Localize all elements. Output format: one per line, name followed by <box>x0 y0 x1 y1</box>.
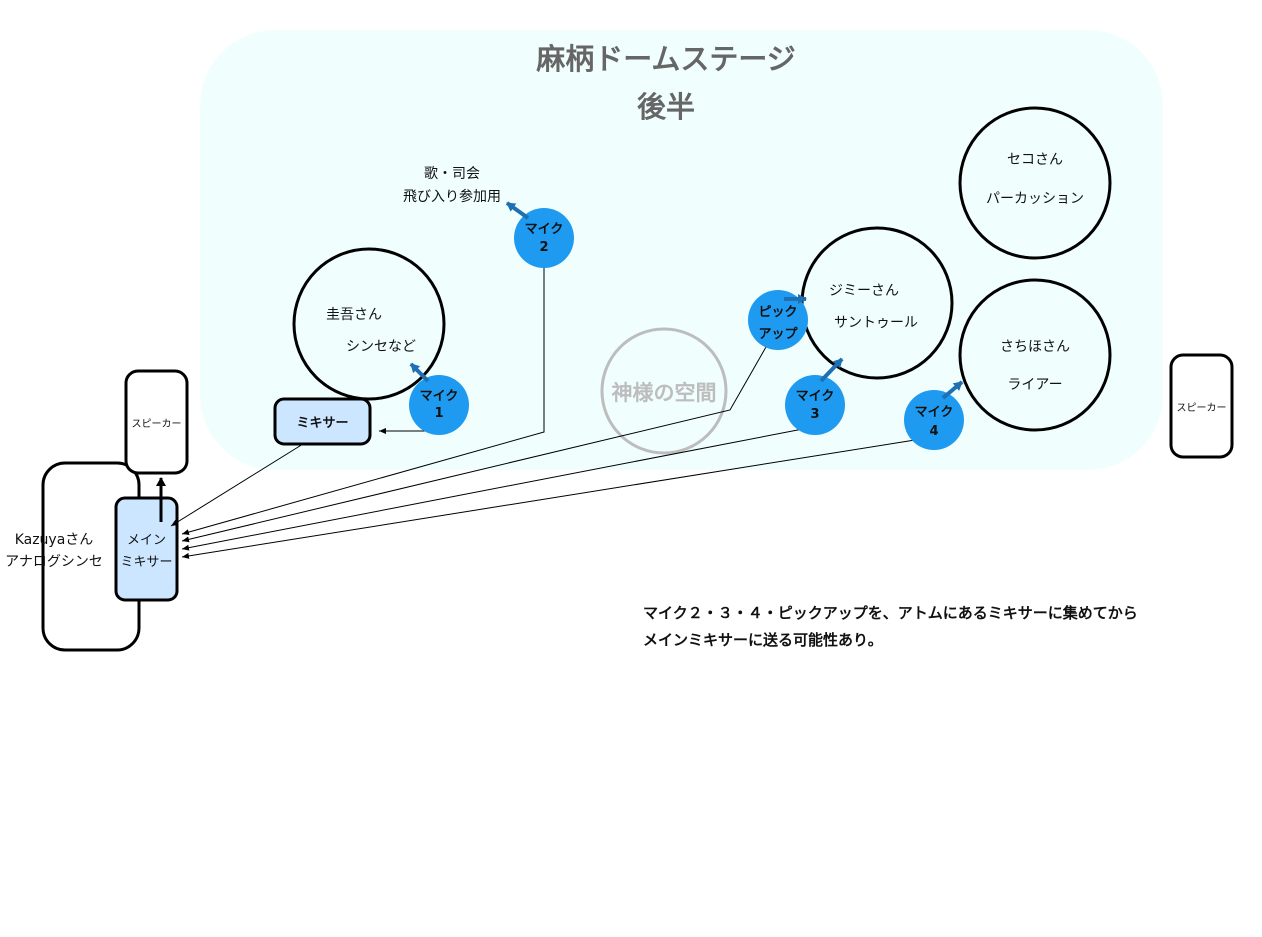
mic1-direction-arrow <box>409 362 430 383</box>
sacred-space-label: 神様の空間 <box>611 381 717 405</box>
sachiho-role: ライアー <box>1007 377 1063 393</box>
note-line1: マイク２・３・４・ピックアップを、アトムにあるミキサーに集めてから <box>643 604 1138 622</box>
speaker-left-label: スピーカー <box>131 419 182 430</box>
mic2-label: マイク <box>524 222 564 237</box>
mixer-box <box>273 397 372 446</box>
main-mixer-line2: ミキサー <box>120 555 173 570</box>
mixer-label: ミキサー <box>296 416 349 431</box>
seko-name: セコさん <box>1007 152 1063 168</box>
kazuya-role: アナログシンセ <box>5 554 103 570</box>
mic2-direction-arrow <box>505 201 530 220</box>
vocal-label-line2: 飛び入り参加用 <box>403 189 501 205</box>
keigo-name: 圭吾さん <box>326 307 382 323</box>
mic1-circle <box>409 375 469 435</box>
mic4-label: マイク <box>914 405 954 420</box>
pickup-circle <box>748 290 808 350</box>
speaker-left-box <box>124 369 189 475</box>
mic1-label: マイク <box>419 389 459 404</box>
stage-subtitle: 後半 <box>636 90 695 124</box>
keigo-circle <box>292 247 446 401</box>
line-mic3-to-main <box>181 427 809 551</box>
line-mixer-to-main <box>170 443 304 527</box>
mic4-number: 4 <box>929 424 939 439</box>
jimmy-name: ジミーさん <box>829 283 899 299</box>
main-mixer-box <box>114 496 179 602</box>
mic3-number: 3 <box>810 407 820 422</box>
mic1-number: 1 <box>434 406 444 421</box>
sacred-space-circle <box>600 327 728 455</box>
stage-title: 麻柄ドームステージ <box>536 42 796 76</box>
line-mic4-to-main <box>181 439 916 559</box>
mic4-direction-arrow <box>941 380 964 400</box>
speaker-right-box <box>1169 353 1234 459</box>
stage-area <box>200 30 1163 470</box>
mic2-circle <box>514 208 574 268</box>
mic3-direction-arrow <box>819 357 844 383</box>
kazuya-name: Kazuyaさん <box>14 532 94 548</box>
sachiho-name: さちほさん <box>1000 339 1070 355</box>
mic3-circle <box>785 375 845 435</box>
line-pickup-to-main <box>181 346 767 543</box>
sachiho-circle <box>958 278 1112 432</box>
mic3-label: マイク <box>795 389 835 404</box>
jimmy-role: サントゥール <box>834 315 918 331</box>
pickup-line2: アップ <box>758 327 798 342</box>
keigo-role: シンセなど <box>346 339 416 355</box>
mic2-number: 2 <box>539 240 549 255</box>
vocal-label-line1: 歌・司会 <box>424 166 480 182</box>
seko-circle <box>958 106 1112 260</box>
pickup-line1: ピック <box>758 305 798 320</box>
line-mic2-to-main <box>181 266 545 535</box>
seko-role: パーカッション <box>986 191 1084 207</box>
note-line2: メインミキサーに送る可能性あり。 <box>643 631 883 649</box>
main-mixer-line1: メイン <box>126 533 166 548</box>
speaker-right-label: スピーカー <box>1176 403 1227 414</box>
mic4-circle <box>904 390 964 450</box>
